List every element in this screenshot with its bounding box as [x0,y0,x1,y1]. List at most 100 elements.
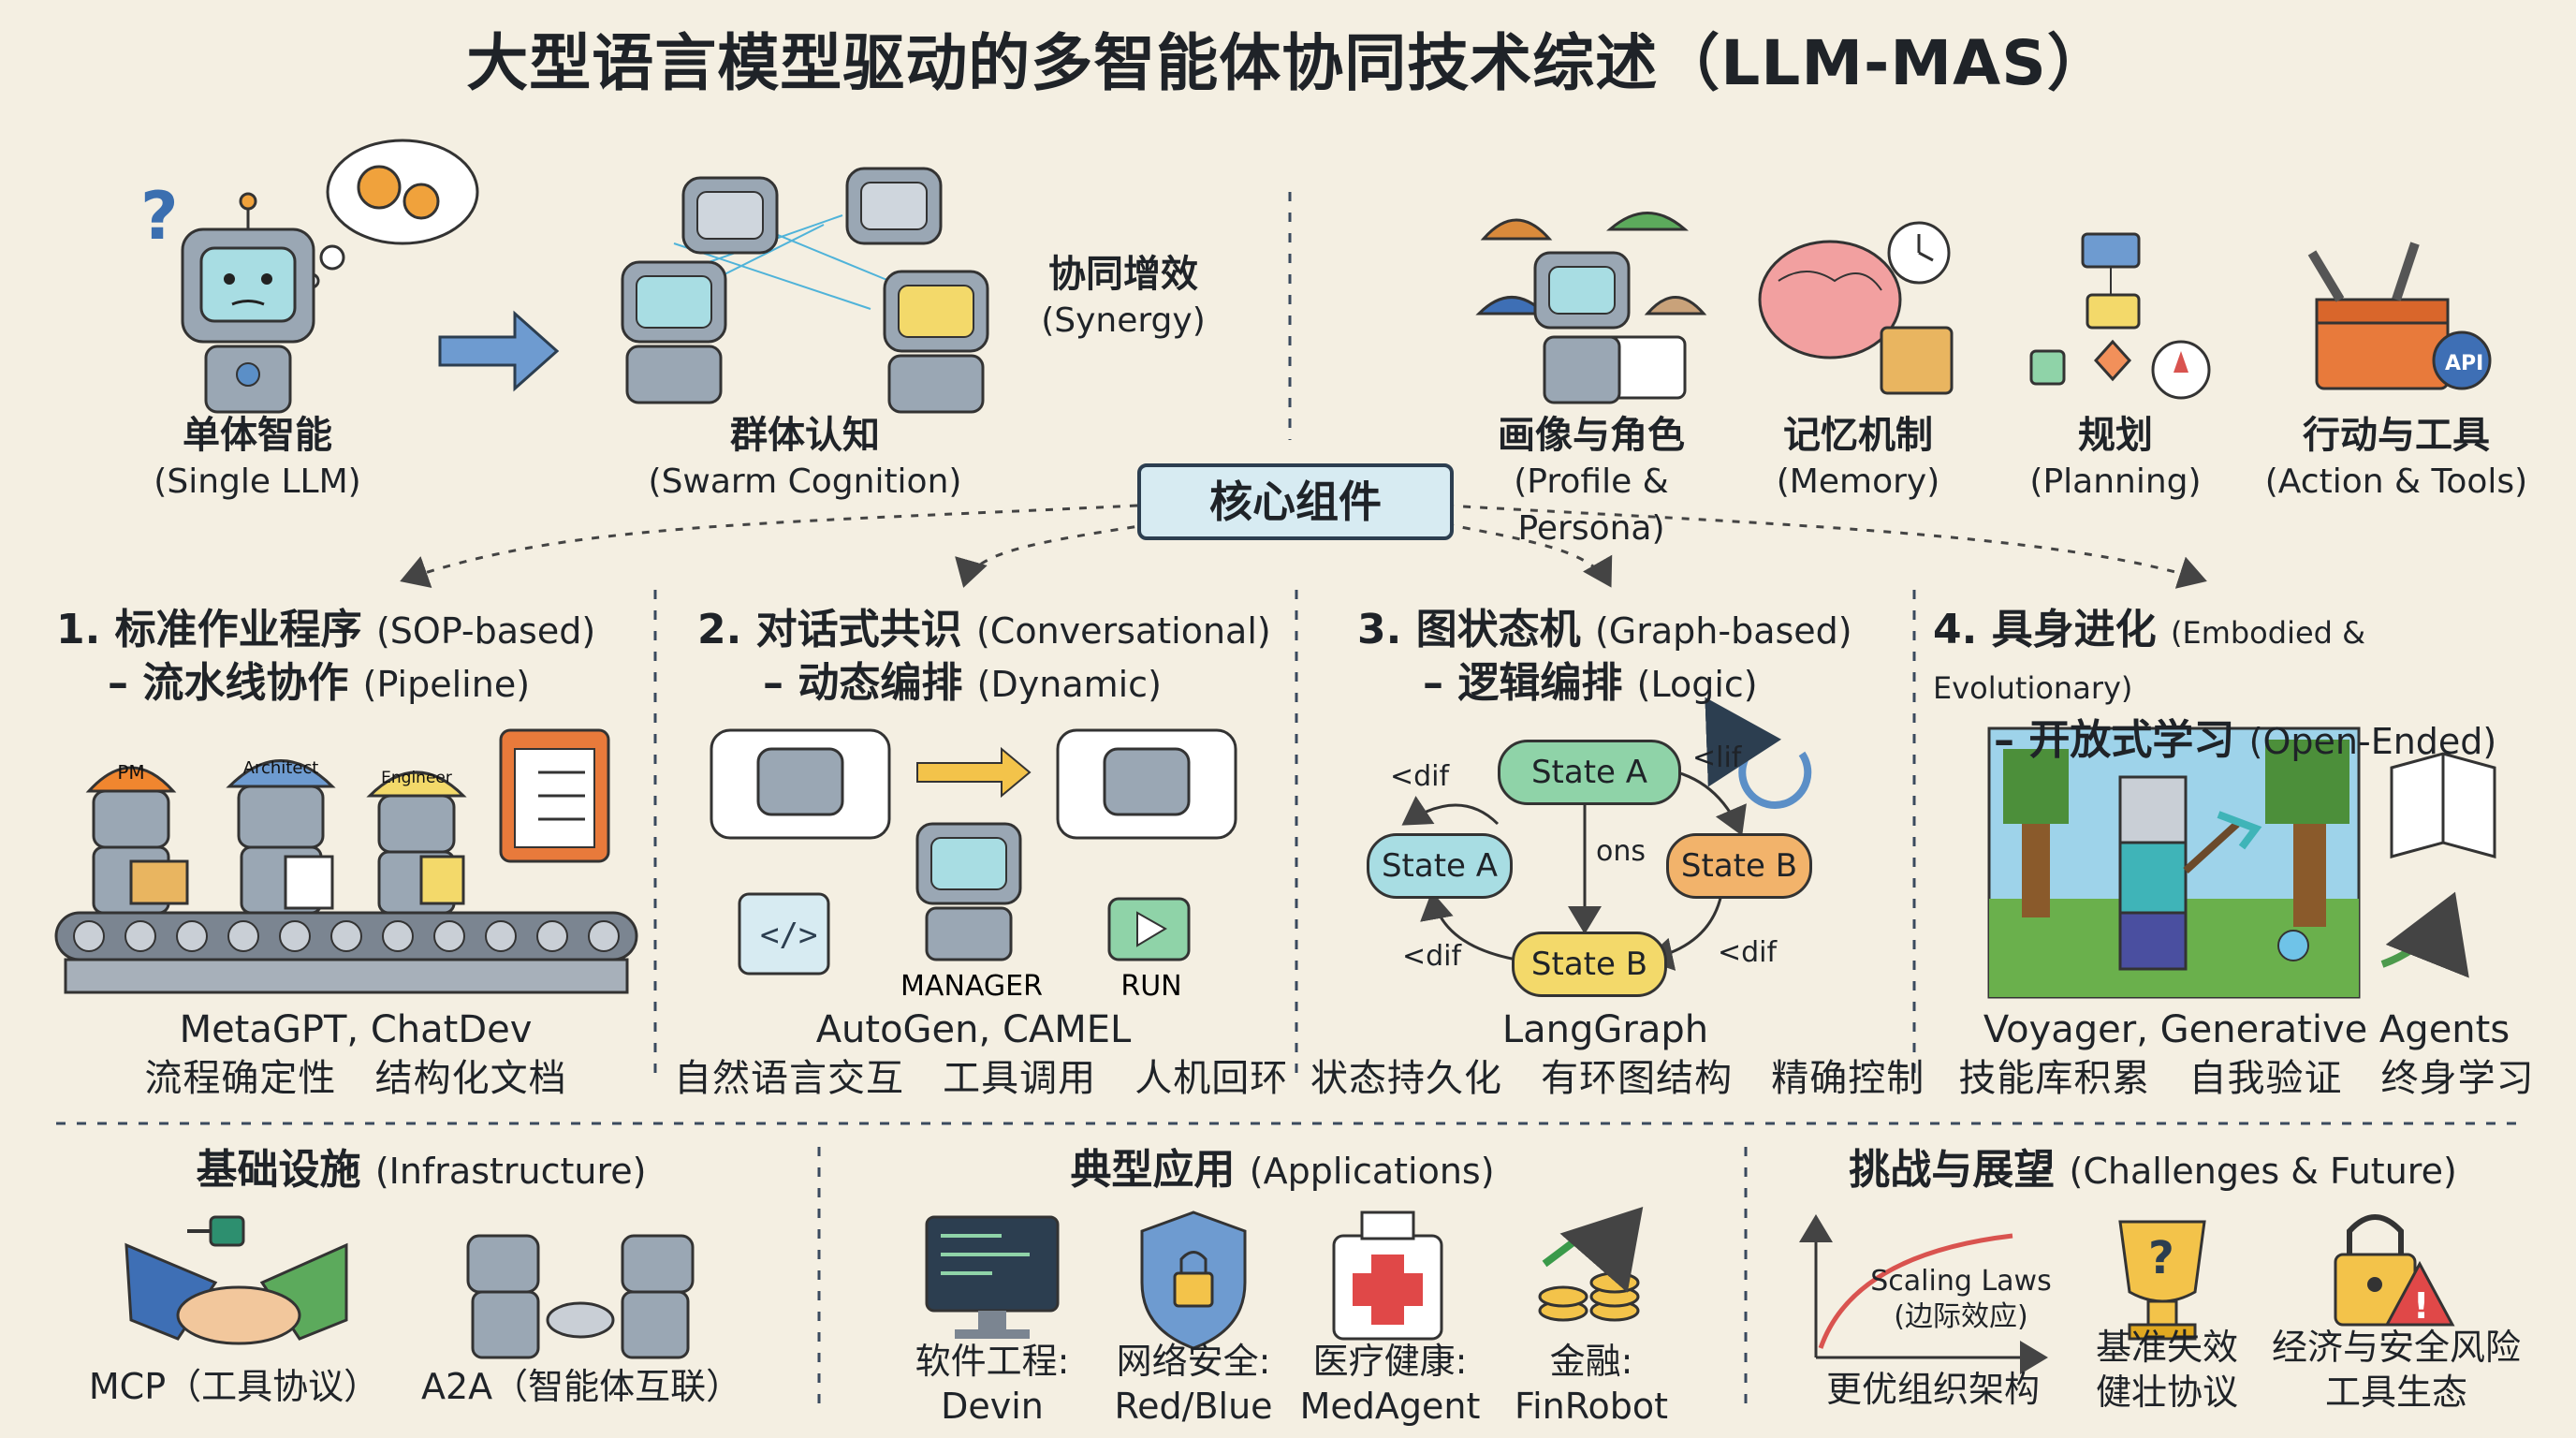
paradigm-1-l2-en: (Pipeline) [362,664,531,705]
edge-label-3: ons [1596,835,1646,868]
label-architect: Architect [243,758,319,778]
app-software-l1: 软件工程: [915,1341,1070,1382]
paradigm-2-l2-en: (Dynamic) [976,664,1162,705]
edge-label-2: <lif [1692,741,1742,774]
edge-label-1: <dif [1390,760,1450,793]
single-robot-icon: ? [140,139,479,414]
finance-coins-icon [1538,1206,1644,1322]
infra-title: 基础设施 (Infrastructure) [56,1144,786,1197]
arrow-right-icon [438,310,560,392]
app-finance: 金融: FinRobot [1498,1339,1685,1429]
app-software-l2: Devin [941,1386,1044,1427]
handshake-icon [124,1215,348,1345]
scaling-curve-icon [1799,1214,2048,1374]
component-action-en: (Action & Tools) [2264,462,2528,501]
medical-kit-icon [1332,1211,1443,1341]
label-manager: MANAGER [900,970,1043,1003]
label-pm: PM [117,761,144,784]
paradigm-3-examples: LangGraph [1501,1008,1709,1051]
memory-brain-icon [1758,221,1954,395]
challenge-benchmark-l1: 基准失效 [2095,1327,2238,1368]
state-node-top: State A [1498,740,1681,805]
single-llm-label: 单体智能 (Single LLM) [112,412,402,506]
app-medical-l2: MedAgent [1299,1386,1481,1427]
single-llm-en: (Single LLM) [154,462,361,501]
apps-zh: 典型应用 [1070,1146,1236,1194]
swarm-en: (Swarm Cognition) [648,462,962,501]
edge-label-4: <dif [1402,940,1462,973]
component-profile-en: (Profile & Persona) [1514,462,1669,548]
app-security-l1: 网络安全: [1116,1341,1271,1382]
infra-mcp: MCP（工具协议） [88,1366,380,1407]
paradigm-1-l2-zh: – 流水线协作 [108,659,349,707]
label-run: RUN [1120,970,1181,1003]
app-security: 网络安全: Red/Blue [1095,1339,1292,1429]
challenge-risk-l2: 工具生态 [2324,1372,2467,1413]
paradigm-4-title: 4. 具身进化 (Embodied & Evolutionary) – 开放式学… [1933,604,2569,768]
pipeline-conveyor-icon [54,728,638,994]
lock-warning-icon: ! [2334,1214,2455,1327]
paradigm-3-title: 3. 图状态机 (Graph-based) – 逻辑编排 (Logic) [1357,604,1919,711]
paradigm-2-l2-zh: – 动态编排 [763,659,963,707]
apps-en: (Applications) [1249,1151,1495,1192]
label-engineer: Engineer [381,769,452,787]
component-memory-en: (Memory) [1776,462,1940,501]
core-components-banner: 核心组件 [1137,463,1454,540]
scaling-l2: (边际效应) [1894,1300,2028,1333]
arrow-to-embodied [1445,504,2207,589]
paradigm-2-l1-zh: 2. 对话式共识 [697,606,962,653]
synergy-zh: 协同增效 [1048,253,1198,296]
trophy-question-icon: ? [2118,1220,2206,1341]
paradigm-4-l1-en: (Embodied & Evolutionary) [1933,615,2366,706]
swarm-label: 群体认知 (Swarm Cognition) [637,412,973,506]
challenges-title: 挑战与展望 (Challenges & Future) [1760,1144,2546,1197]
software-monitor-icon [925,1215,1060,1339]
infra-zh: 基础设施 [196,1146,361,1194]
component-planning: 规划 (Planning) [2022,412,2209,506]
challenge-org: 更优组织架构 [1825,1369,2040,1410]
shield-lock-icon [1140,1211,1247,1350]
infra-a2a: A2A（智能体互联） [421,1366,742,1407]
challenges-zh: 挑战与展望 [1849,1146,2056,1194]
paradigm-3-features: 状态持久化 有环图结构 精确控制 [1310,1057,1925,1100]
svg-text:?: ? [140,178,179,255]
component-planning-en: (Planning) [2029,462,2202,501]
component-memory: 记忆机制 (Memory) [1760,412,1956,506]
swarm-robots-icon [621,167,989,414]
challenge-risk: 经济与安全风险 工具生态 [2265,1325,2527,1415]
app-finance-l2: FinRobot [1515,1386,1668,1427]
arrow-to-sop [400,504,1138,588]
svg-text:</>: </> [760,917,817,954]
paradigm-4-examples: Voyager, Generative Agents [1983,1008,2510,1051]
paradigm-2-features: 自然语言交互 工具调用 人机回环 [674,1057,1289,1100]
component-profile: 画像与角色 (Profile & Persona) [1442,412,1741,552]
challenges-en: (Challenges & Future) [2069,1151,2457,1192]
state-node-left: State A [1367,833,1513,899]
challenge-risk-l1: 经济与安全风险 [2271,1327,2521,1368]
paradigm-1-examples: MetaGPT, ChatDev [179,1008,533,1051]
planning-flowchart-icon [2029,232,2211,400]
paradigm-4-l1-zh: 4. 具身进化 [1933,606,2157,653]
component-profile-zh: 画像与角色 [1498,414,1685,457]
component-action-zh: 行动与工具 [2303,414,2490,457]
paradigm-1-l1-zh: 1. 标准作业程序 [56,606,362,653]
paradigm-4-l2-en: (Open-Ended) [2248,721,2497,762]
component-memory-zh: 记忆机制 [1783,414,1933,457]
paradigm-4-features: 技能库积累 自我验证 终身学习 [1958,1057,2535,1100]
synergy-en: (Synergy) [1041,301,1206,340]
book-growth-icon [2380,752,2496,978]
paradigm-3-l1-zh: 3. 图状态机 [1357,606,1581,653]
state-node-bottom: State B [1512,932,1667,997]
svg-text:API: API [2445,352,2483,375]
app-medical-l1: 医疗健康: [1312,1341,1468,1382]
svg-text:!: ! [2413,1285,2429,1327]
arrow-to-graph [1445,522,1613,588]
arrow-to-conv [955,522,1152,588]
challenge-benchmark: 基准失效 健壮协议 [2069,1325,2265,1415]
app-finance-l1: 金融: [1549,1341,1633,1382]
component-planning-zh: 规划 [2078,414,2153,457]
paradigm-3-l2-zh: – 逻辑编排 [1423,659,1623,707]
scaling-l1: Scaling Laws [1870,1265,2052,1298]
a2a-robots-icon [466,1234,695,1359]
